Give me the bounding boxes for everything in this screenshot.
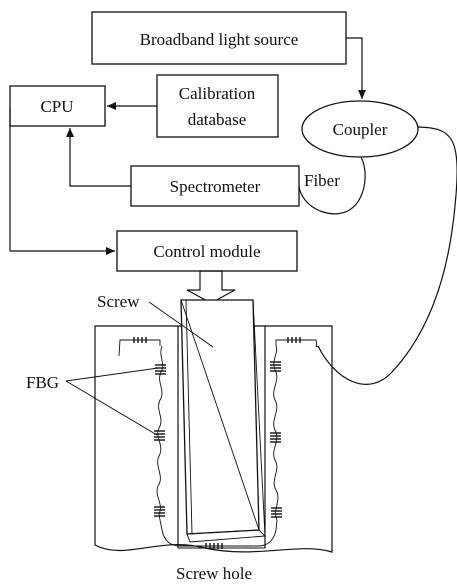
fbg-grating-right-lower <box>271 507 282 518</box>
cpu-to-control-arrow <box>9 106 115 255</box>
screw-leader-line <box>148 301 214 348</box>
control-module-label: Control module <box>153 242 260 261</box>
fbg-grating-left-middle <box>154 430 165 441</box>
light-source-block: Broadband light source <box>91 11 347 65</box>
fbg-grating-right-upper <box>270 361 281 372</box>
control-module-block: Control module <box>116 230 298 272</box>
light-to-coupler-arrow <box>346 37 366 99</box>
fbg-leader-line-upper <box>65 367 159 382</box>
embedded-fiber-loop <box>118 339 319 547</box>
spectrometer-to-cpu-arrow <box>66 128 131 187</box>
control-to-screw-arrow <box>186 270 236 304</box>
fbg-grating-top-right <box>287 337 301 343</box>
fbg-grating-top-left <box>133 337 147 343</box>
light-source-label: Broadband light source <box>140 30 299 49</box>
coupler-to-spectrometer-fiber <box>298 156 366 215</box>
spectrometer-label: Spectrometer <box>170 177 261 196</box>
fbg-label: FBG <box>26 373 59 392</box>
cpu-block: CPU <box>9 85 106 127</box>
sensing-fiber-to-screw <box>317 126 457 385</box>
calibration-label-line2: database <box>188 110 247 129</box>
spectrometer-block: Spectrometer <box>130 165 300 207</box>
calibration-label-line1: Calibration <box>179 84 256 103</box>
fiber-label: Fiber <box>304 171 340 190</box>
fbg-grating-bottom <box>205 543 223 549</box>
fbg-leader-line-lower <box>65 380 158 436</box>
cpu-label: CPU <box>40 97 73 116</box>
calibration-database-block: Calibration database <box>156 74 279 138</box>
fbg-grating-left-lower <box>154 506 165 517</box>
screw-hole-label: Screw hole <box>176 564 252 583</box>
fbg-grating-right-middle <box>270 432 281 443</box>
screw-body <box>180 299 267 543</box>
screw-label: Screw <box>97 292 140 311</box>
coupler-block: Coupler <box>301 100 419 158</box>
coupler-label: Coupler <box>333 120 388 139</box>
